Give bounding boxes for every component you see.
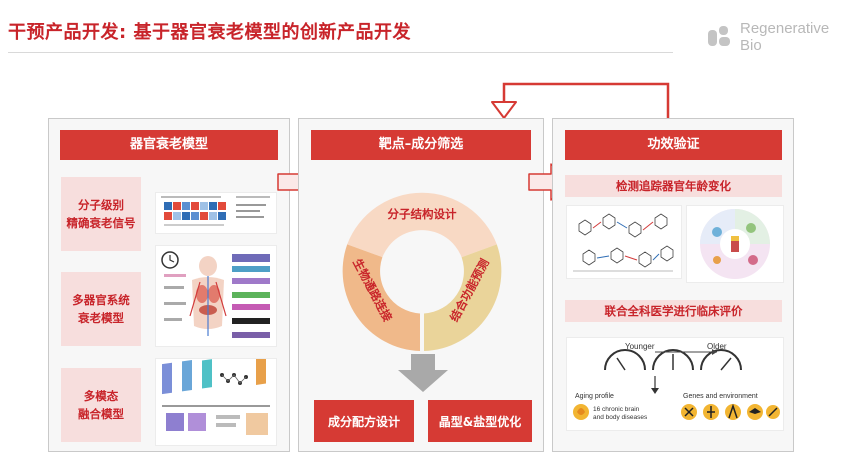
item-label-line2: 精确衰老信号 [66,216,136,230]
aging-detail-line2: and body diseases [593,414,648,421]
item-label-line1: 分子级别 [78,198,124,212]
panel-heading-efficacy-validation: 功效验证 [565,130,782,160]
brand-line-2: Bio [740,37,762,54]
aging-cycle-figure [686,205,784,283]
genes-environment-label: Genes and environment [683,393,758,400]
item-label-line2: 衰老模型 [78,311,124,325]
older-label: Older [707,342,727,351]
aging-profile-detail: 16 chronic brain and body diseases [593,406,647,422]
page-title: 干预产品开发: 基于器官衰老模型的创新产品开发 [8,22,411,43]
title-divider [8,52,673,53]
item-multi-organ-model: 多器官系统衰老模型 [61,272,141,346]
aging-detail-line1: 16 chronic brain [593,406,640,413]
brand-name: Regenerative Bio [740,20,829,54]
crystal-salt-optimization-button[interactable]: 晶型&盐型优化 [428,400,532,442]
ring-segment-right [424,244,502,351]
ring-segment-left [342,244,420,351]
younger-label: Younger [625,342,655,351]
brand-logo-icon [708,26,730,46]
feedback-loop-arrow-icon [491,82,670,120]
formulation-design-button[interactable]: 成分配方设计 [314,400,414,442]
multimodal-model-figure [155,358,277,446]
gauges-and-icons [573,349,780,420]
panel-heading-target-screening: 靶点–成分筛选 [311,130,531,160]
ring-label-top: 分子结构设计 [388,207,457,221]
molecular-heatmap-figure [155,192,277,234]
ring-segment-top [347,192,497,258]
item-label-line1: 多器官系统 [72,293,130,307]
item-molecular-aging-signal: 分子级别精确衰老信号 [61,177,141,251]
brand-line-1: Regenerative [740,20,830,37]
panel-heading-organ-aging-models: 器官衰老模型 [60,130,278,160]
section-organ-age-tracking: 检测追踪器官年龄变化 [565,175,782,197]
aging-profile-label: Aging profile [575,393,614,400]
molecular-structure-figure [566,205,682,279]
item-label-line1: 多模态 [83,389,119,403]
aging-profile-figure: Younger Older Aging profile 16 chronic b… [566,337,784,431]
screening-ring-diagram: 分子结构设计 生物通路连接 结合功能预测 [342,192,502,351]
item-label-line2: 融合模型 [78,407,124,421]
item-multimodal-fusion-model: 多模态融合模型 [61,368,141,442]
section-clinical-evaluation: 联合全科医学进行临床评价 [565,300,782,322]
panel-target-screening [298,118,544,452]
down-arrow-icon [398,354,448,392]
multi-organ-body-figure [155,245,277,347]
